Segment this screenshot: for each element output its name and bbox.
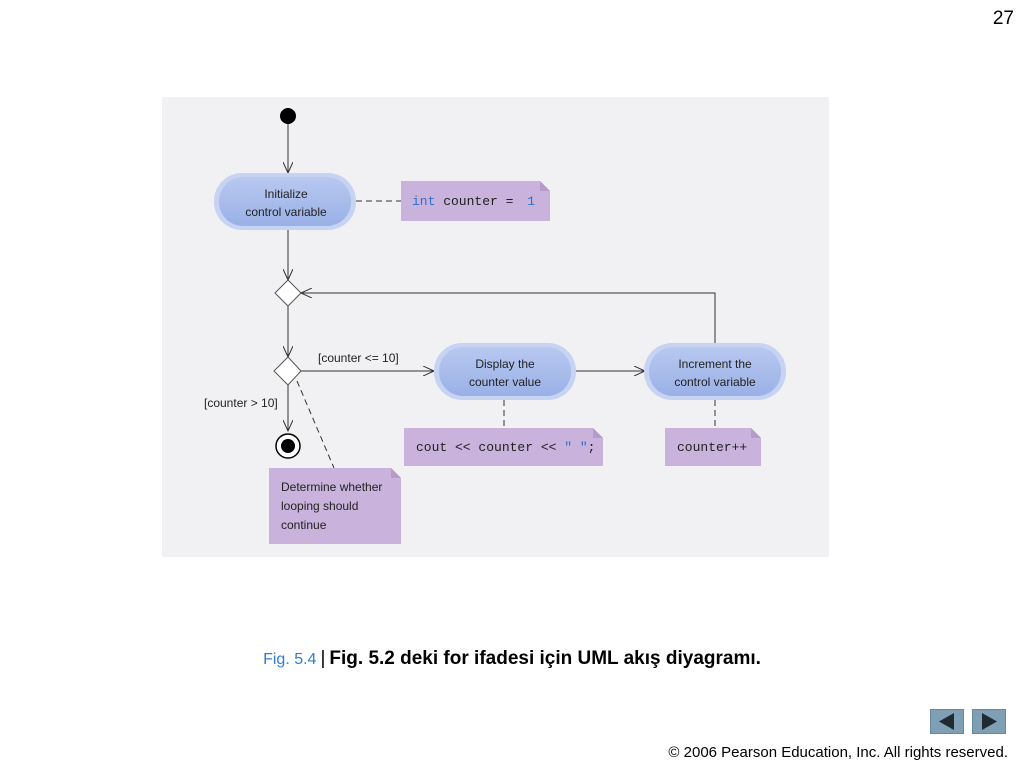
- uml-activity-diagram: Initialize control variable int counter …: [162, 97, 829, 557]
- action-initialize-line1: Initialize: [264, 187, 308, 201]
- note-decision-line1: Determine whether: [281, 480, 382, 494]
- note-init-keyword: int: [412, 194, 435, 209]
- note-increment: counter++: [665, 428, 761, 466]
- action-increment: Increment the control variable: [644, 343, 786, 400]
- initial-node: [280, 108, 296, 124]
- triangle-left-icon: [939, 713, 954, 730]
- page-number: 27: [992, 8, 1014, 29]
- action-increment-line1: Increment the: [678, 357, 752, 371]
- note-display-string: " ": [564, 440, 587, 455]
- edge-increment-merge: [301, 293, 716, 343]
- note-display-end: ;: [588, 440, 596, 455]
- guard-false: [counter > 10]: [204, 396, 278, 410]
- action-display-line1: Display the: [475, 357, 535, 371]
- note-display: cout << counter << " ";: [404, 428, 603, 466]
- note-decision: Determine whether looping should continu…: [269, 468, 401, 544]
- decision-node: [273, 356, 302, 386]
- action-display-line2: counter value: [469, 375, 541, 389]
- note-decision-line2: looping should: [281, 499, 358, 513]
- figure-label: Fig. 5.4: [263, 651, 317, 668]
- note-init-text: counter =: [435, 194, 521, 209]
- note-decision-line3: continue: [281, 518, 327, 532]
- action-initialize: Initialize control variable: [214, 173, 356, 230]
- previous-slide-button[interactable]: [930, 709, 964, 734]
- action-increment-line2: control variable: [674, 375, 756, 389]
- note-increment-text: counter++: [677, 440, 747, 455]
- merge-node: [274, 279, 302, 307]
- copyright-footer: © 2006 Pearson Education, Inc. All right…: [668, 744, 1008, 761]
- guard-true: [counter <= 10]: [318, 351, 399, 365]
- caption-title: Fig. 5.2 deki for ifadesi için UML akış …: [329, 648, 761, 669]
- svg-text:int counter = 1: int counter = 1: [412, 194, 535, 209]
- next-slide-button[interactable]: [972, 709, 1006, 734]
- note-init-value: 1: [527, 194, 535, 209]
- caption-separator: |: [320, 648, 326, 669]
- figure-caption: Fig. 5.4|Fig. 5.2 deki for ifadesi için …: [0, 648, 1024, 670]
- final-node: [275, 433, 301, 459]
- action-display: Display the counter value: [434, 343, 576, 400]
- note-initialize: int counter = 1: [401, 181, 550, 221]
- action-initialize-line2: control variable: [245, 205, 327, 219]
- anchor-decision-note: [296, 380, 335, 469]
- note-display-text: cout << counter <<: [416, 440, 564, 455]
- svg-text:cout << counter << " ";: cout << counter << " ";: [416, 440, 595, 455]
- triangle-right-icon: [982, 713, 997, 730]
